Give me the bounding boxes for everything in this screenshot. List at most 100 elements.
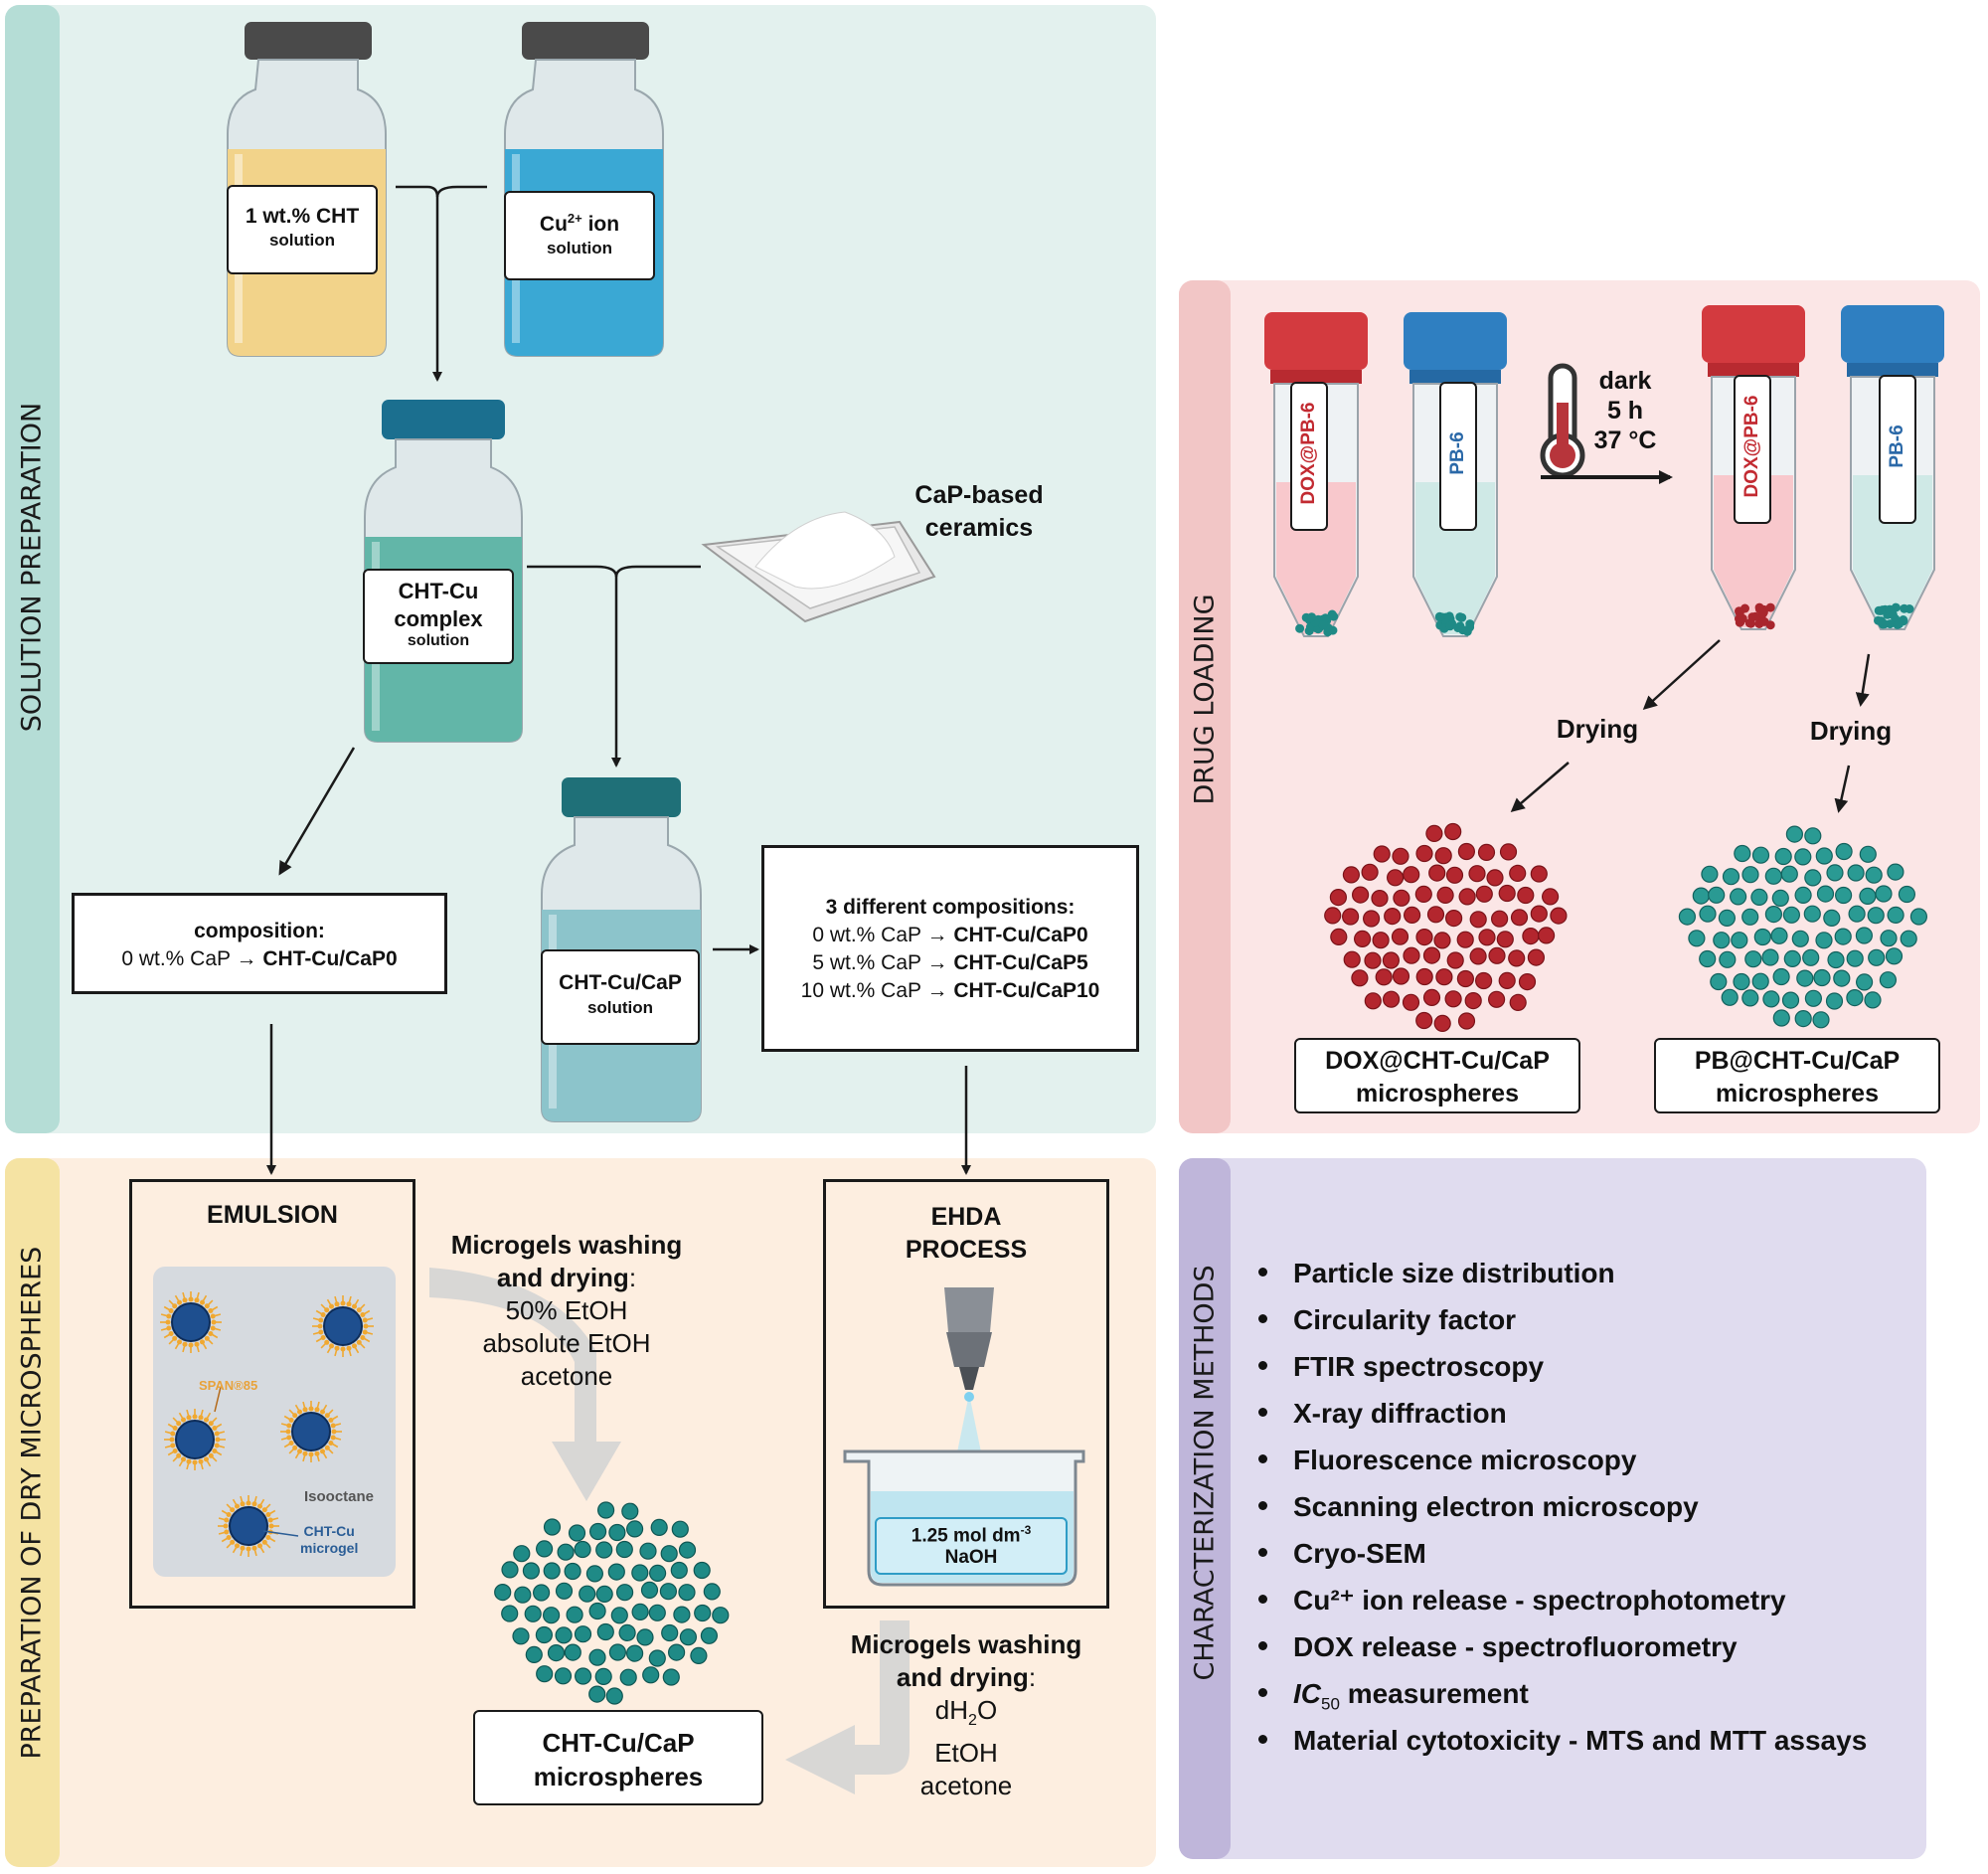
- microsphere: [1329, 888, 1348, 907]
- composition-title: composition:: [194, 920, 325, 942]
- microsphere: [1761, 948, 1779, 966]
- cu-label-ion: ion: [581, 213, 620, 236]
- washing2-item1: dH2O: [827, 1694, 1105, 1737]
- microsphere: [1428, 864, 1446, 882]
- microsphere: [1362, 910, 1381, 928]
- microsphere: [1678, 908, 1697, 926]
- method-text: Particle size distribution: [1293, 1258, 1615, 1288]
- microsphere: [1353, 930, 1372, 948]
- microsphere: [1835, 842, 1853, 861]
- microsphere: [1464, 991, 1482, 1010]
- microsphere: [1499, 843, 1518, 861]
- microsphere: [1474, 971, 1493, 990]
- microsphere: [621, 1502, 639, 1520]
- microsphere: [1373, 845, 1391, 863]
- microsphere: [1708, 886, 1726, 904]
- bullet-icon: [1258, 1314, 1267, 1324]
- microsphere: [1422, 946, 1441, 964]
- method-item: Circularity factor: [1258, 1296, 1867, 1343]
- microsphere: [1834, 886, 1853, 905]
- microsphere: [514, 1586, 532, 1604]
- pb-label-line1: PB@CHT-Cu/CaP: [1694, 1047, 1901, 1075]
- sediment-bead: [1444, 611, 1454, 621]
- sediment-bead: [1735, 608, 1744, 618]
- microsphere: [615, 1540, 633, 1559]
- microsphere: [615, 1584, 634, 1602]
- microsphere: [1733, 972, 1750, 991]
- washing2-item1b: O: [976, 1695, 998, 1725]
- bullet-icon: [1258, 1548, 1267, 1558]
- microsphere: [625, 1644, 644, 1662]
- microsphere: [660, 1545, 678, 1563]
- microsphere: [1771, 889, 1789, 908]
- method-text: Circularity factor: [1293, 1304, 1517, 1335]
- composition-bold: CHT-Cu/CaP0: [262, 947, 398, 970]
- microsphere: [1815, 847, 1833, 865]
- cht-label-line2: solution: [268, 231, 336, 250]
- microsphere: [1833, 969, 1851, 987]
- microsphere: [1855, 973, 1874, 991]
- microsphere: [588, 1602, 606, 1620]
- method-text: DOX release - spectrofluorometry: [1293, 1631, 1738, 1662]
- microsphere: [1403, 946, 1420, 964]
- washing1-item: absolute EtOH: [482, 1328, 651, 1358]
- microsphere: [1692, 887, 1710, 905]
- microsphere: [678, 1541, 697, 1559]
- microsphere: [1880, 930, 1898, 947]
- product-line2: microspheres: [533, 1762, 704, 1791]
- microsphere: [1403, 906, 1421, 925]
- tube-text-pb-left: PB-6: [1447, 431, 1468, 475]
- bullet-icon: [1258, 1268, 1267, 1278]
- thermometer-icon: [1540, 363, 1585, 478]
- microsphere: [1855, 927, 1874, 944]
- method-text: FTIR spectroscopy: [1293, 1351, 1545, 1382]
- microsphere: [1468, 865, 1486, 883]
- cu-label-charge: 2+: [567, 211, 582, 226]
- method-item: Fluorescence microscopy: [1258, 1437, 1867, 1483]
- pb-microspheres-label: PB@CHT-Cu/CaP microspheres: [1654, 1038, 1940, 1113]
- microsphere: [1342, 866, 1361, 884]
- microsphere: [1372, 932, 1390, 949]
- microsphere: [1825, 992, 1844, 1010]
- washing1-title2: and drying: [496, 1263, 629, 1292]
- microsphere: [1879, 971, 1898, 989]
- microsphere: [1446, 951, 1464, 969]
- microsphere: [1444, 822, 1462, 841]
- compositions-title: 3 different compositions:: [825, 896, 1076, 919]
- microsphere: [1887, 863, 1905, 881]
- microsphere: [547, 1643, 566, 1662]
- microsphere: [1422, 988, 1441, 1007]
- microsphere: [1781, 991, 1800, 1009]
- microgel-label: CHT-Cu microgel: [300, 1523, 358, 1557]
- microsphere: [648, 1564, 667, 1583]
- microsphere: [1846, 988, 1864, 1007]
- microsphere: [1475, 885, 1493, 903]
- naoh-line1-text: 1.25 mol dm: [911, 1525, 1021, 1547]
- microsphere: [1415, 928, 1433, 946]
- microsphere: [1456, 969, 1475, 988]
- microsphere: [1848, 905, 1866, 923]
- microsphere: [1812, 1011, 1830, 1029]
- microsphere: [1458, 888, 1476, 906]
- microsphere: [1487, 990, 1506, 1008]
- cht-label-line1: 1 wt.% CHT: [245, 205, 360, 228]
- compositions-row-2: 10 wt.% CaP → CHT-Cu/CaP10: [764, 977, 1136, 1005]
- microsphere: [1371, 889, 1389, 908]
- tube-text-pb-right: PB-6: [1887, 425, 1907, 468]
- microsphere: [1867, 907, 1885, 925]
- microsphere: [650, 1518, 668, 1537]
- microsphere: [1804, 989, 1823, 1007]
- microsphere: [564, 1643, 581, 1661]
- microsphere: [1541, 888, 1560, 906]
- method-text: Scanning electron microscopy: [1293, 1491, 1699, 1522]
- cu-label-cu: Cu: [539, 213, 568, 236]
- microsphere: [1415, 967, 1433, 986]
- microsphere: [1392, 967, 1410, 985]
- characterization-tab: [1179, 1158, 1231, 1859]
- microsphere: [1391, 928, 1409, 945]
- ehda-title1: EHDA: [930, 1203, 1002, 1231]
- microsphere: [700, 1626, 719, 1644]
- washing2-item1a: dH: [934, 1695, 969, 1725]
- microsphere: [501, 1605, 519, 1622]
- composition-prefix: 0 wt.% CaP →: [121, 947, 263, 970]
